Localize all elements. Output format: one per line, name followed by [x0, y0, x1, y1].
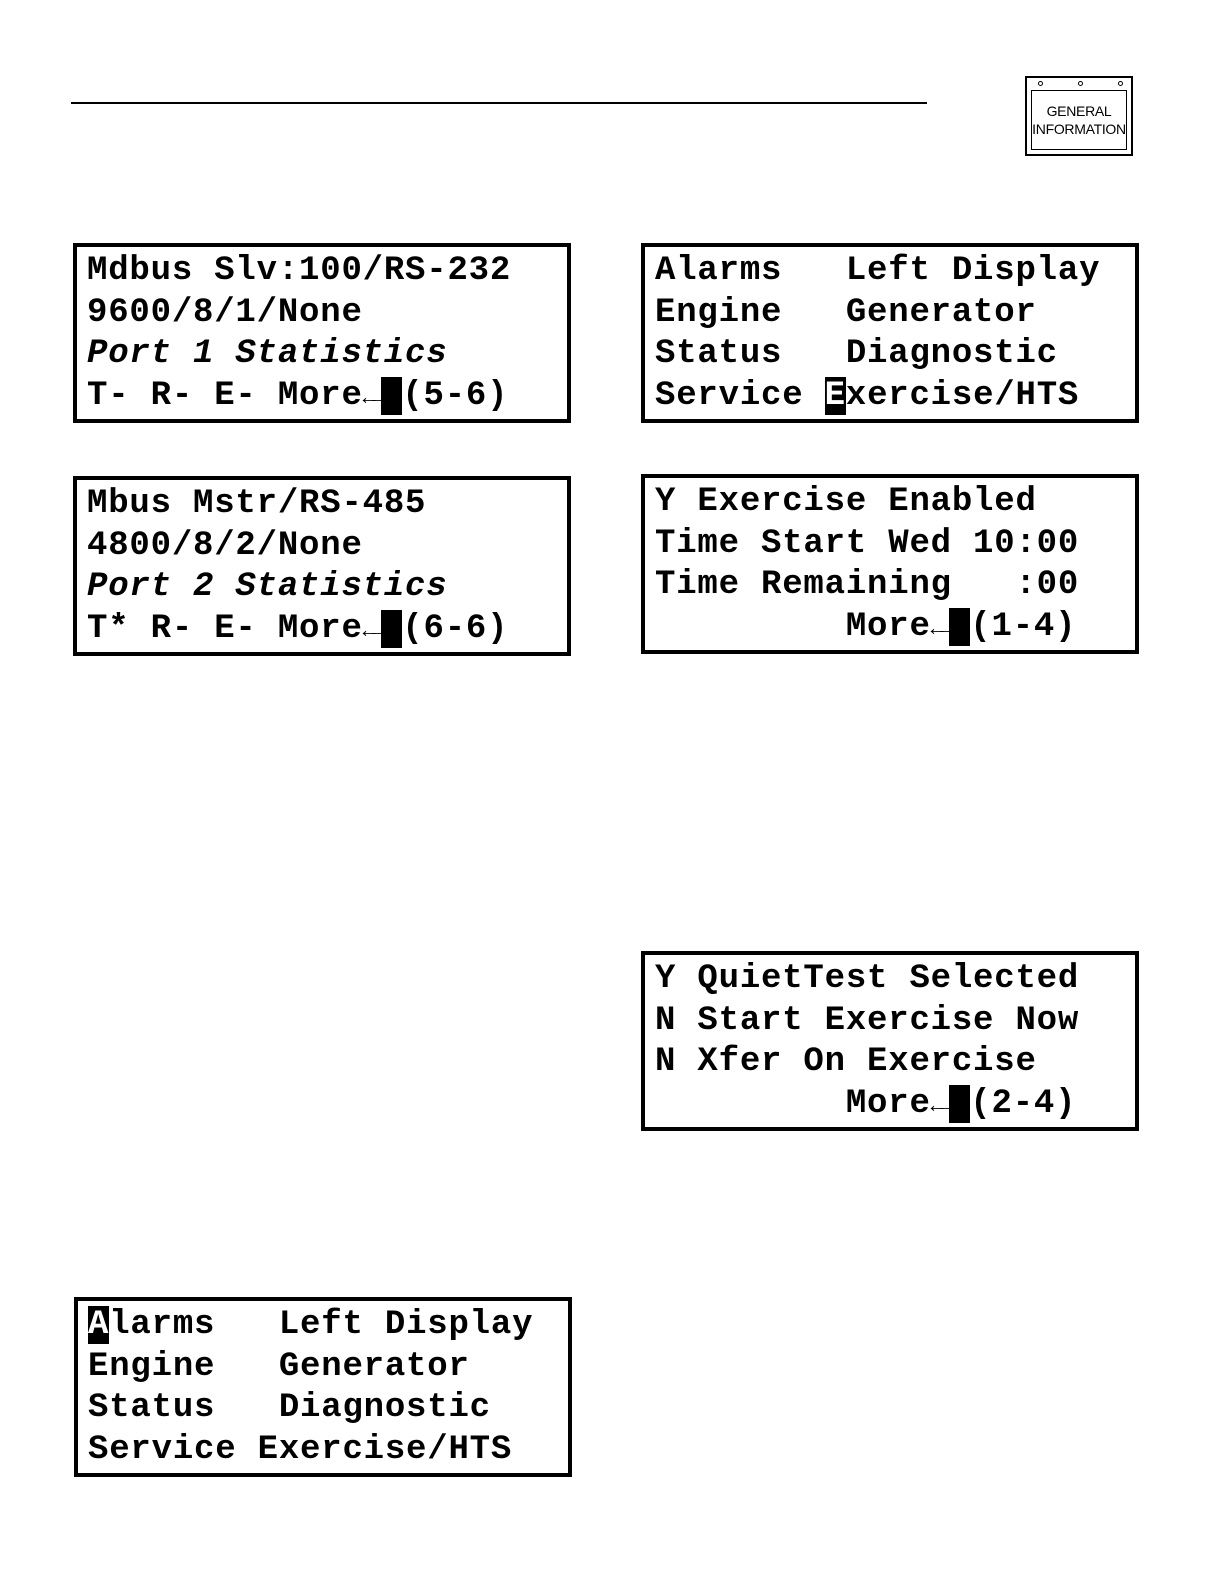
page-indicator: (1-4)	[970, 607, 1077, 646]
cursor-block: E	[824, 376, 846, 415]
lcd-line: More←→ (1-4)	[655, 607, 1135, 649]
left-right-arrow-icon: ←→	[362, 618, 385, 644]
lcd-line: Service Exercise/HTS	[655, 376, 1135, 418]
lcd-text: T* R- E- More	[87, 609, 363, 648]
lcd-line: Engine Generator	[655, 293, 1037, 332]
page-indicator: (6-6)	[402, 609, 509, 648]
page-indicator: (5-6)	[402, 376, 509, 415]
lcd-line: Engine Generator	[88, 1347, 470, 1386]
lcd-line: More←→ (2-4)	[655, 1084, 1135, 1126]
lcd-line: Time Start Wed 10:00	[655, 524, 1080, 563]
tab-hole-icon	[1038, 81, 1043, 86]
tab-label-line2: INFORMATION	[1032, 121, 1126, 137]
lcd-line: Port 1 Statistics	[87, 335, 448, 373]
lcd-line: Status Diagnostic	[88, 1389, 491, 1427]
lcd-main-menu-alarms: Alarms Left Display Engine Generator Sta…	[74, 1297, 572, 1477]
lcd-port1-statistics: Mdbus Slv:100/RS-232 9600/8/1/None Port …	[73, 243, 571, 423]
cursor-block	[381, 376, 403, 415]
lcd-text: xercise/HTS	[845, 376, 1080, 415]
tab-label-line1: GENERAL	[1046, 103, 1112, 119]
lcd-line: Service Exercise/HTS	[88, 1430, 513, 1469]
lcd-line: Status Diagnostic	[655, 335, 1058, 373]
lcd-text: More	[655, 1084, 931, 1123]
lcd-line: Alarms Left Display	[655, 252, 1101, 290]
lcd-text: Service	[655, 376, 825, 415]
lcd-line: Time Remaining :00	[655, 566, 1080, 604]
lcd-text: T- R- E- More	[87, 376, 363, 415]
left-right-arrow-icon: ←→	[930, 616, 953, 642]
cursor-block: A	[88, 1306, 110, 1344]
lcd-text: larms Left Display	[109, 1306, 534, 1344]
cursor-block	[381, 609, 403, 648]
lcd-line: T* R- E- More←→ (6-6)	[87, 609, 567, 651]
lcd-line: 9600/8/1/None	[87, 293, 363, 332]
lcd-line: Port 2 Statistics	[87, 568, 448, 606]
cursor-block	[949, 1084, 971, 1123]
lcd-line: N Xfer On Exercise	[655, 1043, 1037, 1081]
lcd-line: Mdbus Slv:100/RS-232	[87, 252, 512, 290]
header-rule	[71, 102, 927, 104]
lcd-line: 4800/8/2/None	[87, 526, 363, 565]
cursor-block	[949, 607, 971, 646]
left-right-arrow-icon: ←→	[930, 1093, 953, 1119]
tab-hole-icon	[1078, 81, 1083, 86]
left-right-arrow-icon: ←→	[362, 385, 385, 411]
lcd-line: Y Exercise Enabled	[655, 483, 1037, 521]
lcd-line: Mbus Mstr/RS-485	[87, 485, 427, 523]
lcd-text: More	[655, 607, 931, 646]
tab-label: GENERAL INFORMATION	[1031, 90, 1127, 150]
lcd-main-menu-exercise: Alarms Left Display Engine Generator Sta…	[641, 243, 1139, 423]
lcd-line: T- R- E- More←→ (5-6)	[87, 376, 567, 418]
tab-hole-icon	[1118, 81, 1123, 86]
page-indicator: (2-4)	[970, 1084, 1077, 1123]
lcd-quiettest-settings: Y QuietTest Selected N Start Exercise No…	[641, 951, 1139, 1131]
lcd-line: Alarms Left Display	[88, 1305, 568, 1347]
lcd-line: Y QuietTest Selected	[655, 960, 1080, 998]
lcd-exercise-settings: Y Exercise Enabled Time Start Wed 10:00 …	[641, 474, 1139, 654]
lcd-line: N Start Exercise Now	[655, 1001, 1080, 1040]
lcd-port2-statistics: Mbus Mstr/RS-485 4800/8/2/None Port 2 St…	[73, 476, 571, 656]
general-information-tab: GENERAL INFORMATION	[1025, 76, 1133, 156]
